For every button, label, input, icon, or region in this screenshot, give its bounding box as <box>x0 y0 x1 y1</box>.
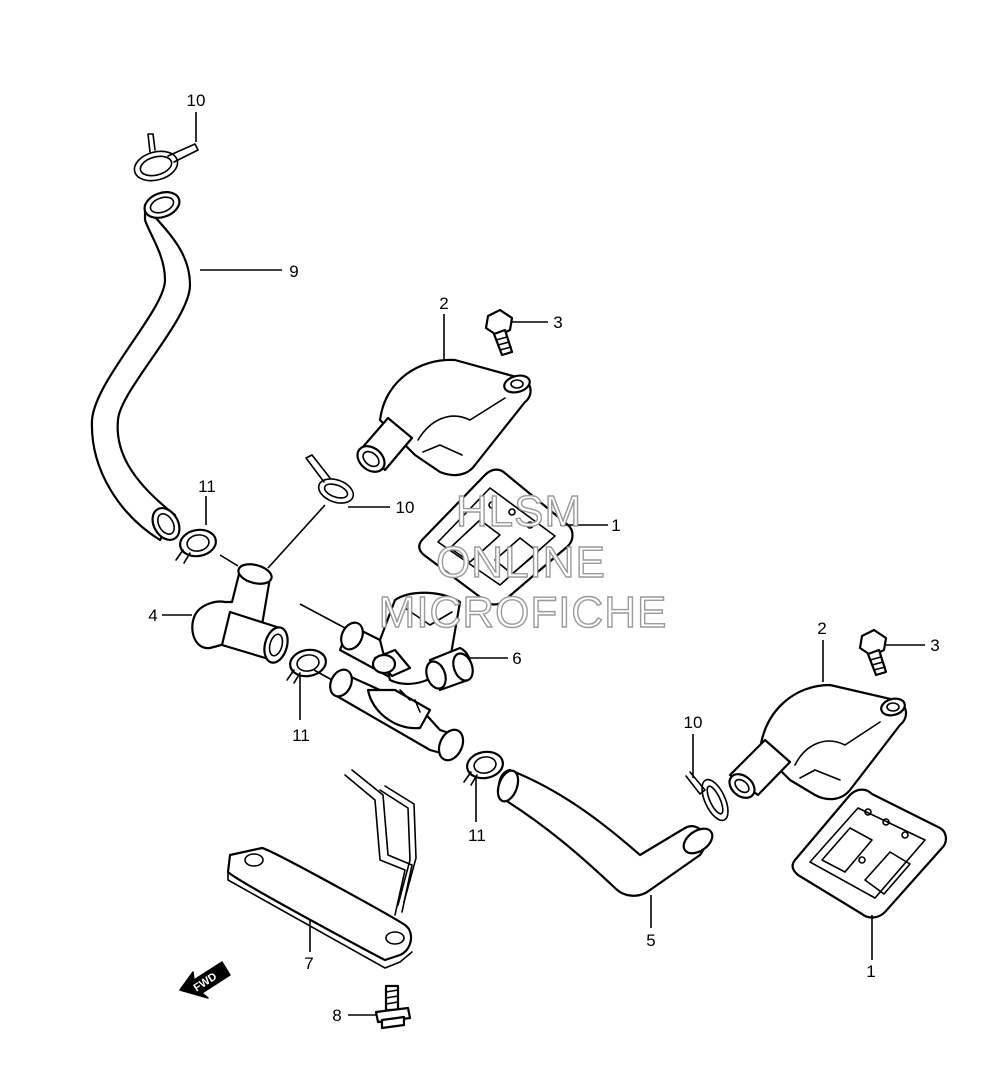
bolt-part-8 <box>374 984 412 1030</box>
elbow-hose-part-4 <box>191 563 289 664</box>
callout-11-middle: 11 <box>292 726 310 745</box>
hose-part-5 <box>496 768 714 897</box>
bolt-part-3-center <box>484 308 514 357</box>
reed-plate-part-1-center <box>418 468 574 606</box>
callout-7: 7 <box>304 954 313 973</box>
callout-8: 8 <box>332 1006 341 1025</box>
clamp-part-11-left <box>175 528 217 564</box>
callout-9: 9 <box>289 262 298 281</box>
watermark-line-2: ONLINE <box>436 538 606 587</box>
clip-part-10-center <box>305 454 355 504</box>
reed-plate-part-1-right <box>791 788 947 919</box>
callout-11-left: 11 <box>198 477 216 496</box>
clamp-part-11-middle <box>286 648 327 684</box>
clip-part-10-right <box>685 771 729 822</box>
hose-part-9 <box>90 191 192 542</box>
callout-10-top: 10 <box>187 91 206 110</box>
connection-lines <box>219 504 346 681</box>
callout-2-center: 2 <box>439 294 448 313</box>
callout-10-right: 10 <box>684 713 703 732</box>
watermark-line-1: HLSM <box>456 487 582 536</box>
callout-5: 5 <box>646 931 655 950</box>
bolt-part-3-right <box>858 628 888 677</box>
clamp-part-11-lower <box>463 750 504 786</box>
callout-1-right: 1 <box>866 962 875 981</box>
fwd-arrow-icon: FWD <box>179 961 231 999</box>
control-valve-part-6 <box>329 591 474 762</box>
callout-6: 6 <box>512 649 521 668</box>
watermark: HLSM ONLINE MICROFICHE <box>378 486 668 637</box>
valve-cover-part-2-center <box>356 358 532 477</box>
valve-cover-part-2-right <box>728 683 908 801</box>
watermark-line-3: MICROFICHE <box>379 588 668 637</box>
callout-1-center: 1 <box>611 516 620 535</box>
clip-part-10-top <box>133 133 199 182</box>
callout-2-right: 2 <box>817 619 826 638</box>
callout-3-center: 3 <box>553 313 562 332</box>
leader-lines <box>162 112 925 1016</box>
callout-10-center: 10 <box>396 498 415 517</box>
callout-11-lower: 11 <box>468 826 486 845</box>
callout-3-right: 3 <box>930 636 939 655</box>
callout-labels: 10 9 2 3 11 10 1 4 6 11 2 3 10 11 5 7 1 … <box>148 91 939 1025</box>
bracket-part-7 <box>226 769 417 969</box>
callout-4: 4 <box>148 606 157 625</box>
